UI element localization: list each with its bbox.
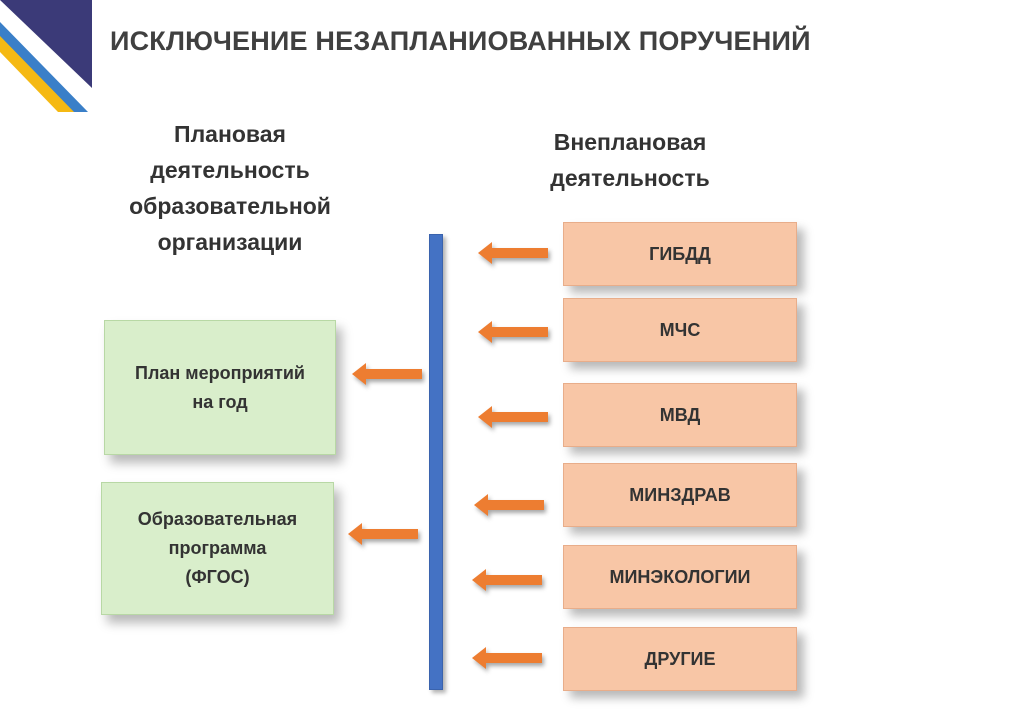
left-arrow-icon: [472, 568, 544, 592]
educational-program-box: Образовательная программа (ФГОС): [101, 482, 334, 615]
corner-decoration: [0, 0, 92, 112]
left-arrow-icon: [478, 241, 550, 265]
box-text-line: Образовательная: [137, 509, 298, 529]
left-arrow-icon: [472, 646, 544, 670]
box-text-line: программа: [168, 538, 267, 558]
planned-heading-line: организации: [157, 229, 303, 255]
source-box-minekologii: МИНЭКОЛОГИИ: [563, 545, 797, 609]
source-box-gibdd: ГИБДД: [563, 222, 797, 286]
box-text-line: План мероприятий: [135, 362, 305, 383]
source-box-minzdrav: МИНЗДРАВ: [563, 463, 797, 527]
left-arrow-icon: [478, 320, 550, 344]
left-arrow-icon: [352, 362, 424, 386]
vertical-divider-bar: [429, 234, 443, 690]
unplanned-activity-heading: Внеплановая деятельность: [495, 124, 765, 196]
left-arrow-icon: [478, 405, 550, 429]
annual-plan-box: План мероприятий на год: [104, 320, 336, 455]
planned-activity-heading: Плановая деятельность образовательной ор…: [80, 116, 380, 260]
source-box-mchs: МЧС: [563, 298, 797, 362]
unplanned-heading-line: Внеплановая: [553, 129, 707, 155]
source-box-mvd: МВД: [563, 383, 797, 447]
source-box-drugie: ДРУГИЕ: [563, 627, 797, 691]
planned-heading-line: Плановая: [174, 121, 286, 147]
box-text-line: (ФГОС): [185, 567, 250, 587]
planned-heading-line: образовательной: [129, 193, 331, 219]
box-text-line: на год: [192, 391, 248, 412]
page-title: ИСКЛЮЧЕНИЕ НЕЗАПЛАНИОВАННЫХ ПОРУЧЕНИЙ: [110, 26, 811, 56]
left-arrow-icon: [474, 493, 546, 517]
unplanned-heading-line: деятельность: [550, 165, 710, 191]
planned-heading-line: деятельность: [150, 157, 310, 183]
left-arrow-icon: [348, 522, 420, 546]
